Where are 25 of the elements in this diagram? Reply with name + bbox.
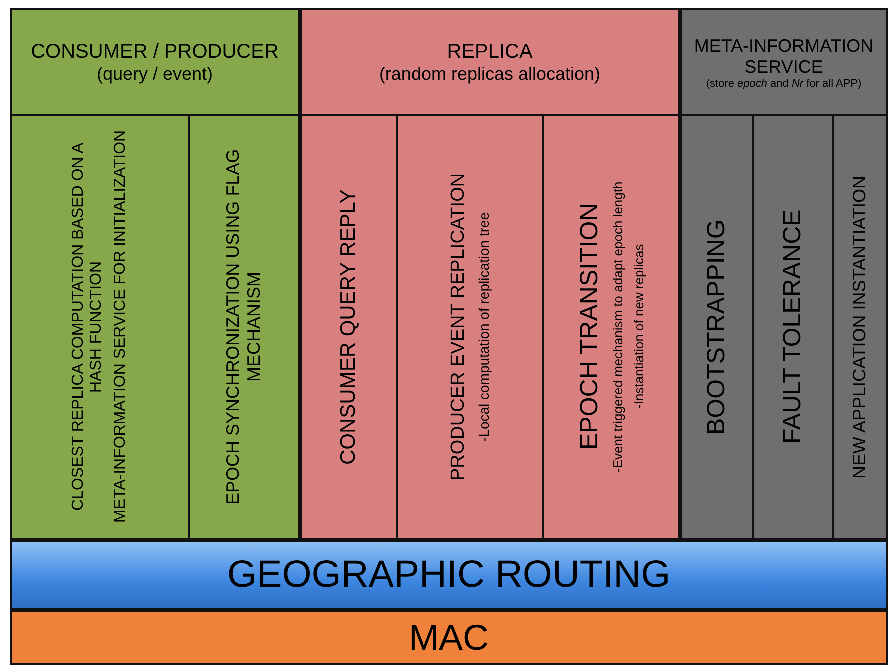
function-label: NEW APPLICATION INSTANTIATION (850, 175, 870, 479)
function-note: -Event triggered mechanism to adapt epoch length (610, 181, 626, 473)
function-label: BOOTSTRAPPING (702, 219, 732, 435)
column-heading: META-INFORMATION SERVICE (693, 36, 875, 78)
function-label: EPOCH SYNCHRONIZATION USING FLAG MECHANISM (223, 148, 265, 507)
layer-label: GEOGRAPHIC ROUTING (227, 554, 671, 596)
function-label: META-INFORMATION SERVICE FOR INITIALIZATION (112, 130, 130, 524)
function-note: -Instantiation of new replicas (632, 244, 646, 410)
column-heading: CONSUMER / PRODUCER (31, 41, 279, 64)
layer-band (10, 540, 888, 610)
function-label: CONSUMER QUERY REPLY (337, 189, 361, 465)
function-note: -Local computation of replication tree (476, 212, 492, 442)
column-heading: REPLICA (447, 41, 533, 64)
function-label: FAULT TOLERANCE (778, 210, 808, 444)
layer-column (300, 8, 680, 540)
column-subheading: (random replicas allocation) (379, 64, 601, 85)
function-label: CLOSEST REPLICA COMPUTATION BASED ON A HASH FUNCTION (70, 142, 106, 514)
layer-column (10, 8, 300, 540)
function-label: EPOCH TRANSITION (576, 204, 604, 450)
column-subheading: (query / event) (96, 64, 214, 85)
column-subheading: (store epoch and Nr for all APP) (706, 78, 862, 90)
function-label: PRODUCER EVENT REPLICATION (448, 173, 470, 481)
layer-label: MAC (409, 616, 489, 658)
layer-band (10, 610, 888, 665)
layer-column (680, 8, 888, 540)
